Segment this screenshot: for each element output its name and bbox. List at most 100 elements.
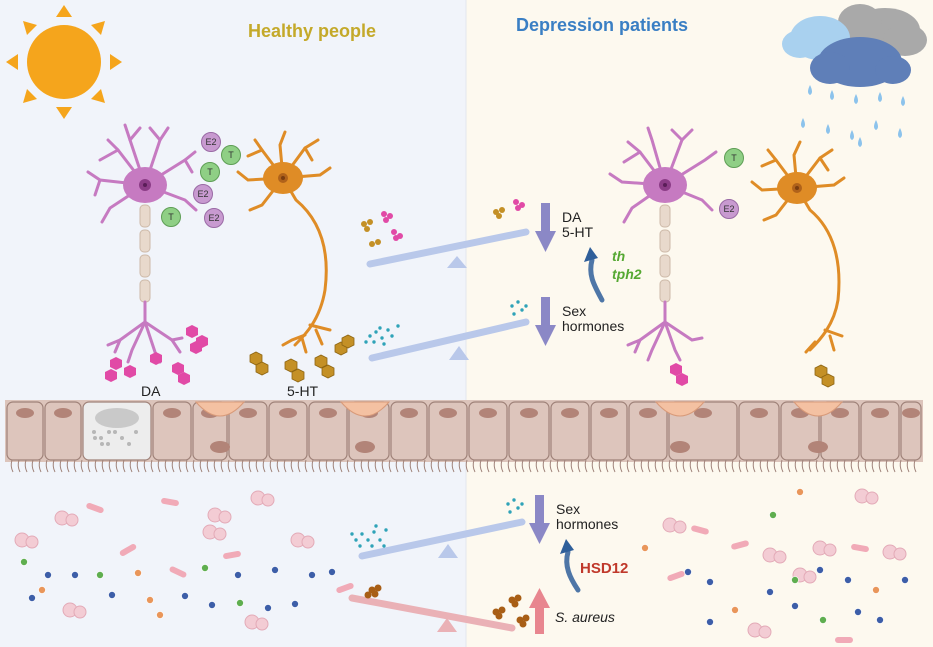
microvillus [248, 459, 252, 473]
estradiol-badge: E2 [204, 208, 224, 228]
rod-bacterium [169, 566, 187, 578]
cell-nucleus [694, 408, 712, 418]
curved-arrow-gene-regulation [584, 247, 605, 303]
cell-nucleus [355, 441, 375, 453]
estradiol-badge: E2 [201, 132, 221, 152]
microvillus [822, 459, 826, 473]
enzyme-label: HSD12 [580, 560, 629, 577]
microvillus [885, 459, 889, 473]
microvillus [752, 459, 756, 473]
microbe-dot [706, 618, 714, 626]
microvillus [696, 459, 700, 473]
microvillus [521, 459, 525, 473]
microbe-dot [201, 564, 209, 572]
coccus-bacterium [673, 520, 687, 534]
enteroendocrine-cell [792, 401, 844, 417]
microbe-dot [108, 591, 116, 599]
down-arrow-sex-hormones-upper [535, 297, 556, 346]
mucus-granule [93, 436, 97, 440]
microvillus [220, 459, 224, 473]
microvillus [640, 459, 644, 473]
cell-nucleus [163, 408, 181, 418]
microbe-dot [96, 571, 104, 579]
microvillus [283, 459, 287, 473]
bacterium-label: S. aureus [555, 609, 615, 625]
microvillus [493, 459, 497, 473]
testosterone-badge: T [724, 148, 744, 168]
cell-nucleus [479, 408, 497, 418]
microvillus [325, 459, 329, 473]
microvillus [661, 459, 665, 473]
microbe-dot [684, 568, 692, 576]
microvillus [227, 459, 231, 473]
microvillus [899, 459, 903, 473]
microbe-dot [816, 566, 824, 574]
microvillus [199, 459, 203, 473]
coccus-bacterium [65, 513, 79, 527]
microvillus [584, 459, 588, 473]
microvillus [94, 459, 98, 473]
microvillus [507, 459, 511, 473]
epithelial-cell [590, 401, 628, 461]
microvillus [164, 459, 168, 473]
cell-nucleus [16, 408, 34, 418]
cell-nucleus [808, 441, 828, 453]
microvillus [80, 459, 84, 473]
microvillus [591, 459, 595, 473]
microvillus [451, 459, 455, 473]
mucus-granule [113, 430, 117, 434]
coccus-bacterium [865, 491, 879, 505]
microvillus [598, 459, 602, 473]
microvillus [276, 459, 280, 473]
microvillus [878, 459, 882, 473]
microvillus [668, 459, 672, 473]
microvillus [171, 459, 175, 473]
microvillus [906, 459, 910, 473]
microvillus [619, 459, 623, 473]
coccus-bacterium [823, 543, 837, 557]
gene-label-tph2: tph2 [612, 266, 642, 282]
coccus-bacterium [255, 617, 269, 631]
microvillus [115, 459, 119, 473]
cell-nucleus [831, 408, 849, 418]
seesaw-neurotransmitters [361, 199, 530, 268]
microbe-dot [769, 511, 777, 519]
microvillus [759, 459, 763, 473]
microbe-dot [236, 599, 244, 607]
dopamine-neuron-depression [608, 126, 718, 362]
microvillus [654, 459, 658, 473]
microbe-dot [706, 578, 714, 586]
cell-nucleus [600, 408, 618, 418]
neurotransmitter-readout: DA 5-HT [562, 209, 594, 241]
dopamine-molecules-depression [670, 363, 688, 386]
microvillus [864, 459, 868, 473]
cell-nucleus [439, 408, 457, 418]
down-arrow-neurotransmitters [535, 203, 556, 252]
microvillus [374, 459, 378, 473]
microvillus [353, 459, 357, 473]
mucus-granule [100, 442, 104, 446]
microvillus [185, 459, 189, 473]
cell-nucleus [902, 408, 920, 418]
microvillus [563, 459, 567, 473]
cell-nucleus [639, 408, 657, 418]
microvillus [24, 459, 28, 473]
microvillus [766, 459, 770, 473]
epithelial-cell [6, 401, 44, 461]
rod-bacterium [667, 570, 685, 582]
microvillus [143, 459, 147, 473]
testosterone-badge: T [221, 145, 241, 165]
epithelial-cell [390, 401, 428, 461]
microvillus [304, 459, 308, 473]
cell-nucleus [239, 408, 257, 418]
rod-bacterium [161, 497, 179, 507]
epithelial-cell [628, 401, 668, 461]
microvillus [192, 459, 196, 473]
gene-label-th: th [612, 248, 626, 264]
rain-cloud-icon [782, 4, 927, 147]
depression-panel-title: Depression patients [516, 15, 689, 35]
microbe-dot [71, 571, 79, 579]
rod-bacterium [851, 543, 869, 553]
microbe-dot [796, 488, 804, 496]
